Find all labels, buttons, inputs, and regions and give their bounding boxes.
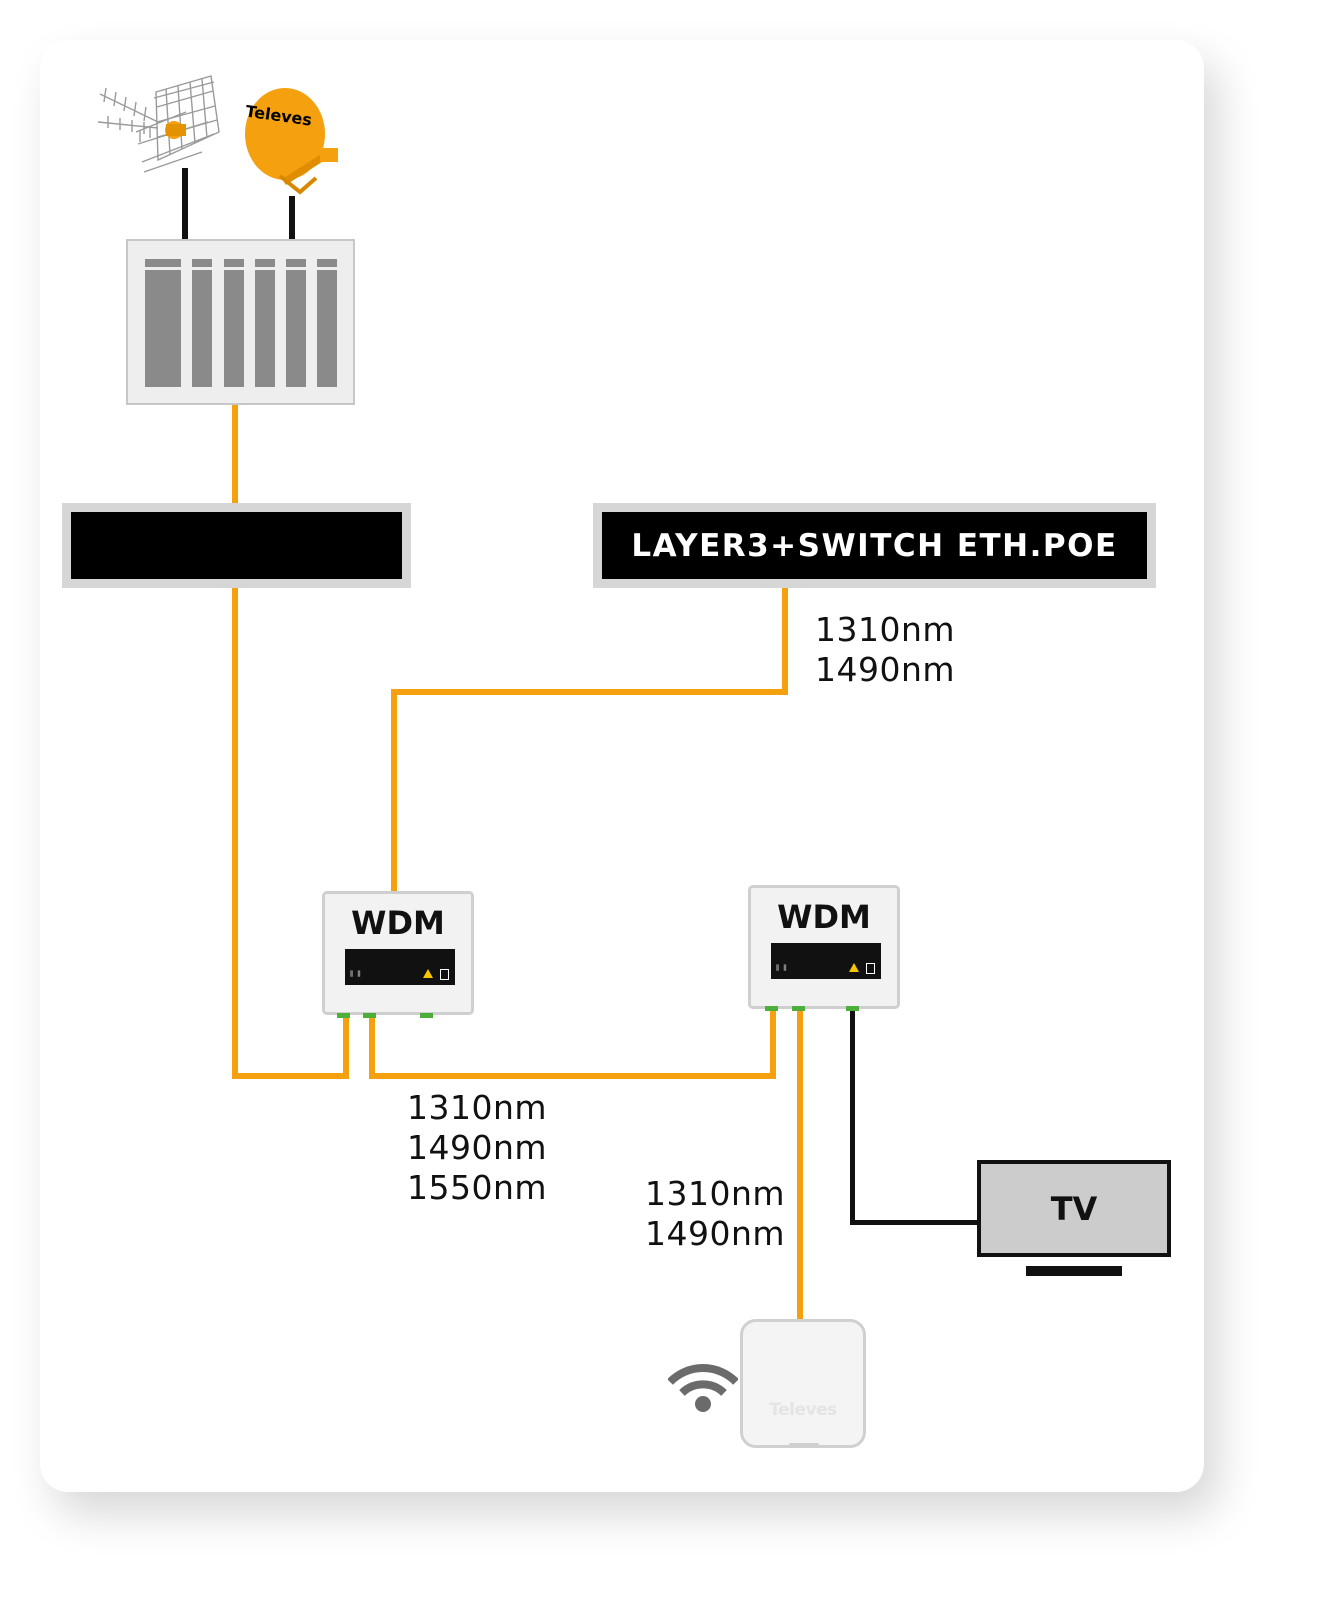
rack-module (224, 259, 244, 387)
headend-rack (126, 239, 355, 405)
wdm-connector (337, 1013, 350, 1018)
wdm-connector (792, 1006, 805, 1011)
antenna-mast (182, 168, 188, 240)
wdm-title: WDM (351, 904, 445, 942)
fiber-switch-to-wdm (391, 689, 397, 892)
router-brand: Televes (769, 1400, 837, 1420)
fiber-wdm-link (369, 1073, 776, 1079)
wdm-connector (765, 1006, 778, 1011)
rack-module (255, 259, 275, 387)
terrestrial-antenna-icon (97, 75, 220, 173)
layer3-switch: LAYER3+SWITCH ETH.POE (593, 503, 1156, 588)
coax-wdm-to-tv (850, 1007, 855, 1225)
dish-mast (289, 196, 295, 240)
fiber-transmitter-bottom (232, 1073, 349, 1079)
rack-module (145, 259, 181, 387)
wdm-title: WDM (777, 898, 871, 936)
fiber-wdm-to-router (797, 1007, 803, 1320)
wdm-connector (846, 1006, 859, 1011)
fiber-transmitter-down (232, 588, 238, 1079)
transmitter-bar (71, 512, 402, 579)
fiber-switch-down (782, 588, 788, 695)
port-square-icon (866, 963, 875, 974)
rack-module (286, 259, 306, 387)
warning-icon (423, 969, 433, 978)
router-link-wavelengths: 1310nm 1490nm (645, 1174, 785, 1254)
wdm-connector (363, 1013, 376, 1018)
fiber-switch-horizontal (391, 689, 788, 695)
wdm-connector (420, 1013, 433, 1018)
rack-module (192, 259, 212, 387)
router-foot (789, 1443, 819, 1448)
wifi-icon (668, 1364, 738, 1412)
wavelength-label: 1490nm (407, 1128, 548, 1167)
rack-module (317, 259, 337, 387)
switch-label: LAYER3+SWITCH ETH.POE (602, 512, 1147, 579)
optical-transmitter (62, 503, 411, 588)
wavelength-label: 1490nm (815, 650, 956, 689)
wavelength-label: 1490nm (645, 1214, 786, 1253)
wavelength-label: 1310nm (645, 1174, 786, 1213)
tv: TV (977, 1160, 1171, 1257)
wdm-panel: ⫼ ⫼ (771, 943, 881, 979)
fiber-wdm-left-in (343, 1014, 349, 1079)
wdm-right: WDM ⫼ ⫼ (748, 885, 900, 1009)
fiber-rack-to-transmitter (232, 405, 238, 503)
switch-link-wavelengths: 1310nm 1490nm (815, 610, 955, 690)
warning-icon (849, 963, 859, 972)
router: Televes (740, 1319, 866, 1448)
tv-label: TV (1050, 1189, 1098, 1228)
wdm-panel: ⫼ ⫼ (345, 949, 455, 985)
wavelength-label: 1550nm (407, 1168, 548, 1207)
coax-to-tv-horizontal (850, 1220, 981, 1225)
satellite-dish-icon: Televes (244, 88, 338, 195)
wavelength-label: 1310nm (407, 1088, 548, 1127)
fiber-wdm-link-right (770, 1007, 776, 1079)
wavelength-label: 1310nm (815, 610, 956, 649)
port-icon: ⫼ ⫼ (350, 970, 361, 978)
port-square-icon (440, 969, 449, 980)
fiber-wdm-link-left (369, 1014, 375, 1079)
wdm-link-wavelengths: 1310nm 1490nm 1550nm (407, 1088, 547, 1208)
wdm-left: WDM ⫼ ⫼ (322, 891, 474, 1015)
tv-stand (1026, 1266, 1122, 1276)
port-icon: ⫼ ⫼ (776, 964, 787, 972)
